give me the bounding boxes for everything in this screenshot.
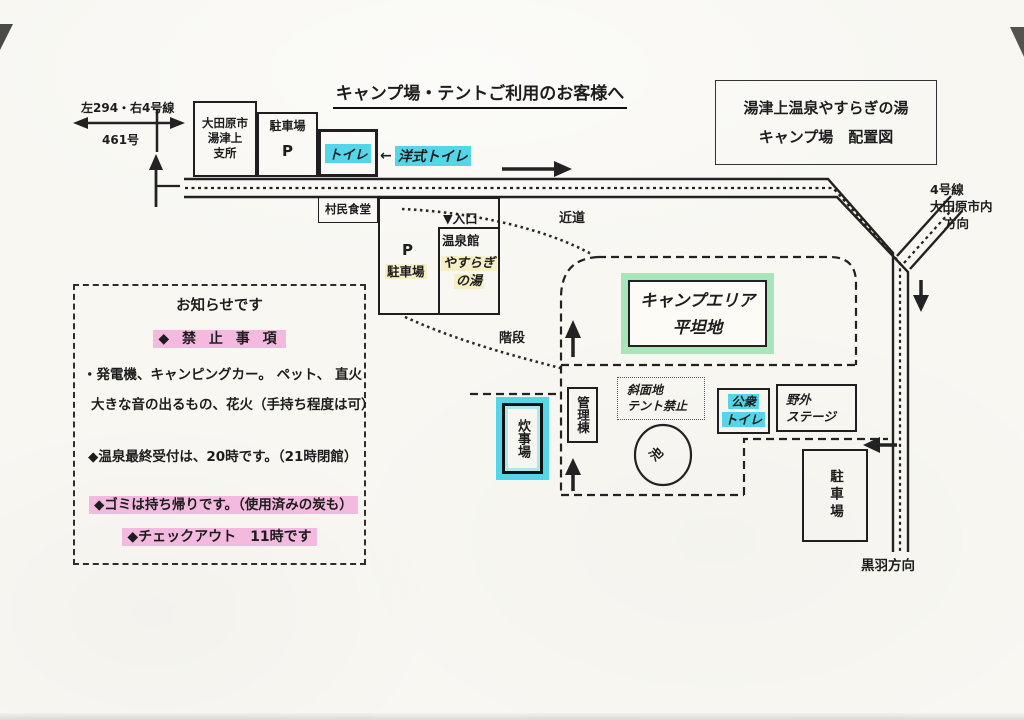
branch-office-line3: 支所	[213, 146, 237, 160]
public-toilet-line1: 公衆	[727, 394, 759, 409]
junction-461-double-arrow	[73, 117, 185, 129]
route4-line2: 大田原市内	[930, 199, 993, 214]
junction-route-label: 左294・右4号線	[81, 101, 175, 115]
village-dining-box: 村民食堂	[318, 197, 378, 223]
slope-line2: テント禁止	[627, 399, 688, 413]
stage-line1: 野外	[786, 392, 812, 407]
outdoor-stage-box: 野外 ステージ	[776, 384, 857, 432]
pond-label: 池	[646, 445, 667, 465]
bath-line2: の湯	[453, 274, 484, 289]
stage-line2: ステージ	[786, 409, 836, 424]
camp-up-arrow-1	[565, 320, 581, 357]
notice-heading: お知らせです	[176, 298, 263, 314]
notice-prohibited-heading: ◆ 禁 止 事 項	[75, 328, 364, 348]
onsen-entrance-label: ▼入口	[443, 211, 478, 226]
scan-edge-shadow	[0, 713, 1024, 720]
camp-area-sign-inner: キャンプエリア 平坦地	[628, 280, 768, 347]
camp-parking-label: 駐車場	[827, 469, 843, 522]
onsen-parking-p: P	[402, 241, 413, 259]
map-title-box: 湯津上温泉やすらぎの湯 キャンプ場 配置図	[715, 80, 937, 165]
route4-direction-label: 4号線 大田原市内 方向	[930, 181, 993, 232]
branch-office-line1: 大田原市	[202, 116, 248, 130]
camp-area-sign: キャンプエリア 平坦地	[621, 273, 775, 354]
yasuragi-bath-label: やすらぎ の湯	[439, 255, 499, 291]
branch-office-line2: 湯津上	[207, 131, 243, 145]
road-down-direction-arrow	[913, 280, 929, 312]
parking-left-arrow	[863, 437, 897, 453]
notice-line-2: 大きな音の出るもの、花火（手持ち程度は可）	[91, 397, 375, 413]
road-right-direction-arrow	[502, 161, 572, 177]
map-title-line1: 湯津上温泉やすらぎの湯	[743, 99, 909, 117]
stairs-label: 階段	[499, 331, 526, 346]
cooking-area-box: 炊事場	[502, 403, 543, 474]
city-branch-office-box: 大田原市 湯津上 支所	[193, 101, 257, 177]
onsen-hall-box	[438, 227, 498, 313]
public-toilet-line2: トイレ	[721, 412, 766, 427]
toilet-label: トイレ	[325, 143, 371, 163]
shortcut-label: 近道	[559, 211, 586, 226]
camp-up-arrow-2	[565, 458, 581, 491]
route-461-label: 461号	[102, 133, 140, 147]
route4-line3: 方向	[944, 216, 970, 231]
cooking-area-label: 炊事場	[515, 419, 530, 458]
notice-box: お知らせです ◆ 禁 止 事 項 ・発電機、キャンピングカー。 ペット、 直火 …	[73, 284, 375, 565]
onsen-hall-label: 温泉館	[442, 233, 480, 248]
notice-line-5: ◆チェックアウト 11時です	[75, 526, 364, 546]
toilet-box: トイレ	[318, 129, 378, 177]
scan-artifact-top-left	[0, 24, 13, 50]
slope-no-tents-box: 斜面地 テント禁止	[617, 377, 705, 420]
page-title: キャンプ場・テントご利用のお客様へ	[300, 79, 660, 109]
scan-artifact-top-right	[1010, 27, 1024, 57]
map-title-line2: キャンプ場 配置図	[758, 128, 894, 146]
route4-line1: 4号線	[930, 182, 964, 197]
notice-line-4: ◆ゴミは持ち帰りです。（使用済みの炭も）	[89, 493, 358, 514]
public-toilet-box: 公衆 トイレ	[717, 388, 770, 434]
onsen-parking-label: 駐車場	[385, 264, 427, 279]
junction-up-arrow	[149, 154, 163, 207]
notice-line-3: ◆温泉最終受付は、20時です。（21時閉館）	[88, 449, 358, 465]
top-parking-label: 駐車場	[269, 119, 306, 133]
slope-line1: 斜面地	[627, 383, 664, 397]
bath-line1: やすらぎ	[440, 256, 497, 271]
top-parking-p: P	[282, 142, 293, 160]
western-toilet-note: ← 洋式トイレ	[380, 146, 471, 166]
western-toilet-label: 洋式トイレ	[394, 146, 471, 166]
camp-boundary-left	[559, 255, 599, 495]
left-arrow-icon: ←	[380, 148, 392, 164]
kurobane-direction-label: 黒羽方向	[861, 558, 915, 574]
camp-parking-box: 駐車場	[802, 449, 868, 542]
admin-building-label: 管理棟	[575, 396, 590, 434]
top-parking-box: 駐車場 P	[257, 112, 318, 177]
notice-line-1: ・発電機、キャンピングカー。 ペット、 直火	[83, 367, 362, 383]
onsen-complex-box: ▼入口 温泉館 やすらぎ の湯 P 駐車場	[378, 197, 500, 315]
camp-area-line1: キャンプエリア	[640, 291, 756, 310]
admin-building-box: 管理棟	[567, 387, 598, 443]
stairs-path	[404, 315, 561, 370]
camp-area-line2: 平坦地	[672, 318, 723, 337]
